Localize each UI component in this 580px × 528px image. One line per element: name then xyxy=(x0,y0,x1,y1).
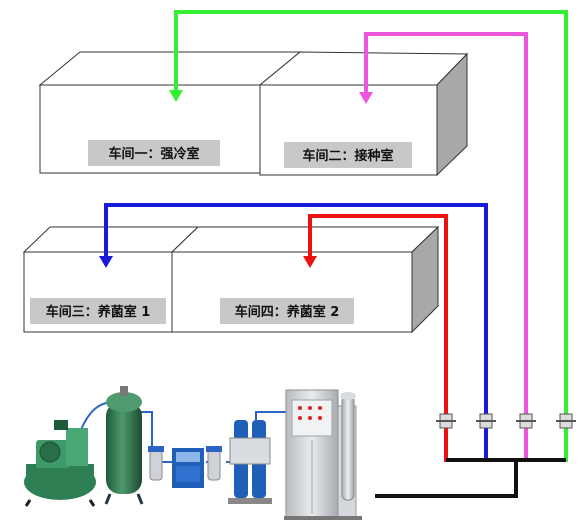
air-compressor-icon xyxy=(24,420,96,507)
oxygen-generator-icon xyxy=(228,420,272,504)
valve-icon xyxy=(516,413,536,429)
label-workshop-3-text: 车间三：养菌室 1 xyxy=(46,304,151,320)
arrow-green-icon xyxy=(169,90,183,102)
label-workshop-4: 车间四：养菌室 2 xyxy=(220,298,354,324)
ozone-generator-icon xyxy=(284,389,362,520)
label-workshop-3: 车间三：养菌室 1 xyxy=(30,298,166,324)
pipe-red xyxy=(308,214,448,462)
arrow-blue-icon xyxy=(99,256,113,268)
label-workshop-1-text: 车间一：强冷室 xyxy=(108,146,199,162)
label-workshop-2: 车间二：接种室 xyxy=(284,142,412,168)
valve-icon xyxy=(556,413,576,429)
label-workshop-1: 车间一：强冷室 xyxy=(88,140,220,166)
pipe-network xyxy=(99,10,568,498)
label-workshop-2-text: 车间二：接种室 xyxy=(302,148,393,164)
valve-icon xyxy=(436,413,456,429)
filter-icon xyxy=(148,446,164,481)
air-tank-icon xyxy=(104,386,144,505)
arrow-red-icon xyxy=(303,256,317,268)
valve-icon xyxy=(476,413,496,429)
pipe-black-manifold xyxy=(375,458,518,498)
pipe-magenta xyxy=(364,32,528,462)
label-workshop-4-text: 车间四：养菌室 2 xyxy=(235,304,340,320)
arrow-magenta-icon xyxy=(359,92,373,104)
pipe-green xyxy=(174,10,568,462)
valves xyxy=(436,413,576,429)
pipe-blue xyxy=(104,203,488,462)
refrigerated-dryer-icon xyxy=(172,448,204,488)
filter-icon xyxy=(206,446,222,481)
